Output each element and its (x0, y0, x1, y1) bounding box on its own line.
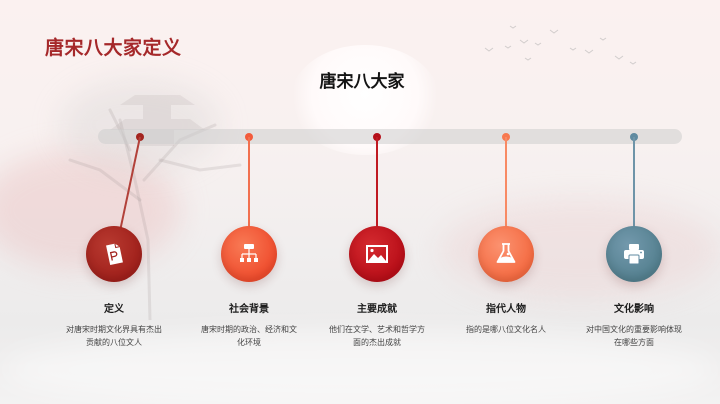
item-description: 对唐宋时期文化界具有杰出贡献的八位文人 (66, 325, 162, 347)
node-achievements[interactable] (349, 226, 405, 282)
node-social-background[interactable] (221, 226, 277, 282)
item-title: 定义 (104, 304, 124, 315)
timeline-stem-cultural-influence (633, 137, 635, 229)
printer-icon (624, 244, 644, 265)
item-definition: 定义 对唐宋时期文化界具有杰出贡献的八位文人 (54, 303, 174, 349)
timeline-stem-figures (505, 137, 507, 229)
item-description: 对中国文化的重要影响体现在哪些方面 (586, 325, 682, 347)
timeline-stem-social-background (248, 137, 250, 229)
item-cultural-influence: 文化影响 对中国文化的重要影响体现在哪些方面 (574, 303, 694, 349)
item-description: 指的是哪八位文化名人 (466, 325, 546, 334)
pagoda-tree-silhouette (68, 95, 242, 320)
item-title: 社会背景 (229, 304, 269, 315)
image-icon (366, 245, 388, 263)
timeline-bar (98, 129, 682, 144)
timeline-stem-achievements (376, 137, 378, 229)
item-figures: 指代人物 指的是哪八位文化名人 (446, 303, 566, 336)
node-cultural-influence[interactable] (606, 226, 662, 282)
item-title: 主要成就 (357, 304, 397, 315)
node-figures[interactable] (478, 226, 534, 282)
item-description: 唐宋时期的政治、经济和文化环境 (201, 325, 297, 347)
slide-title: 唐宋八大家定义 (45, 37, 182, 59)
node-definition[interactable] (86, 226, 142, 282)
item-title: 指代人物 (486, 304, 526, 315)
item-title: 文化影响 (614, 304, 654, 315)
center-heading: 唐宋八大家 (319, 72, 405, 92)
item-social-background: 社会背景 唐宋时期的政治、经济和文化环境 (189, 303, 309, 349)
item-description: 他们在文学、艺术和哲学方面的杰出成就 (329, 325, 425, 347)
document-p-icon (106, 243, 123, 266)
org-chart-icon (240, 244, 258, 262)
timeline-stem-definition (119, 136, 141, 230)
item-achievements: 主要成就 他们在文学、艺术和哲学方面的杰出成就 (317, 303, 437, 349)
flask-icon (496, 243, 516, 263)
